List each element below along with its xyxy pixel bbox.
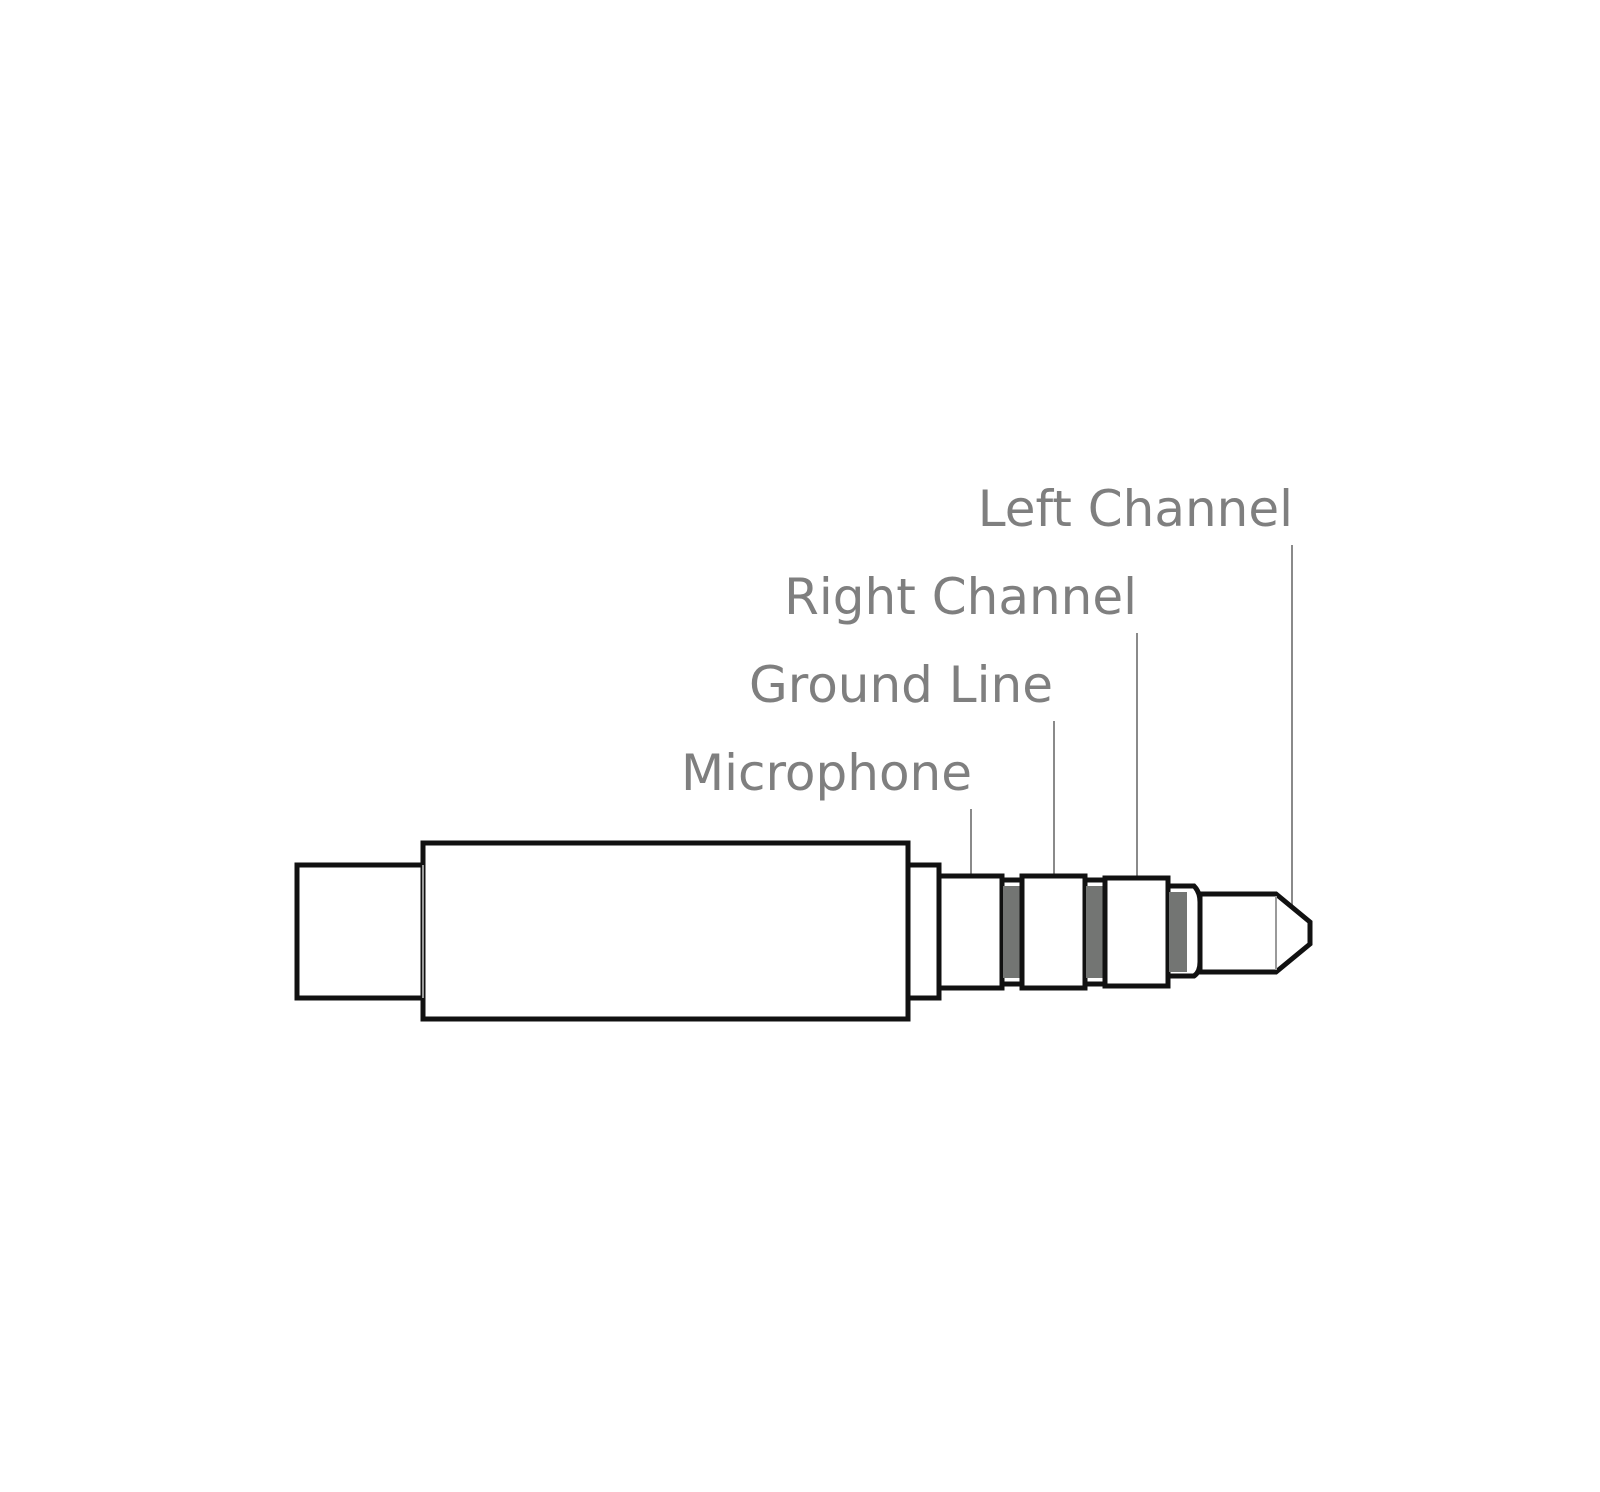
plug-collar xyxy=(905,862,942,1001)
tip-contact-left-channel xyxy=(1197,891,1313,975)
insulator-ring-3 xyxy=(1169,892,1187,972)
cable-boot xyxy=(294,862,426,1001)
ring-contact-ground-line xyxy=(1019,873,1088,991)
label-right-channel: Right Channel xyxy=(784,568,1137,626)
label-ground-line: Ground Line xyxy=(749,656,1053,714)
ring-contact-right-channel xyxy=(1102,875,1171,989)
label-microphone: Microphone xyxy=(681,744,972,802)
label-left-channel: Left Channel xyxy=(978,480,1293,538)
insulator-ring-2 xyxy=(1086,886,1104,978)
sleeve-contact-microphone xyxy=(936,873,1005,991)
plug-housing xyxy=(420,840,911,1022)
insulator-ring-1 xyxy=(1003,886,1021,978)
